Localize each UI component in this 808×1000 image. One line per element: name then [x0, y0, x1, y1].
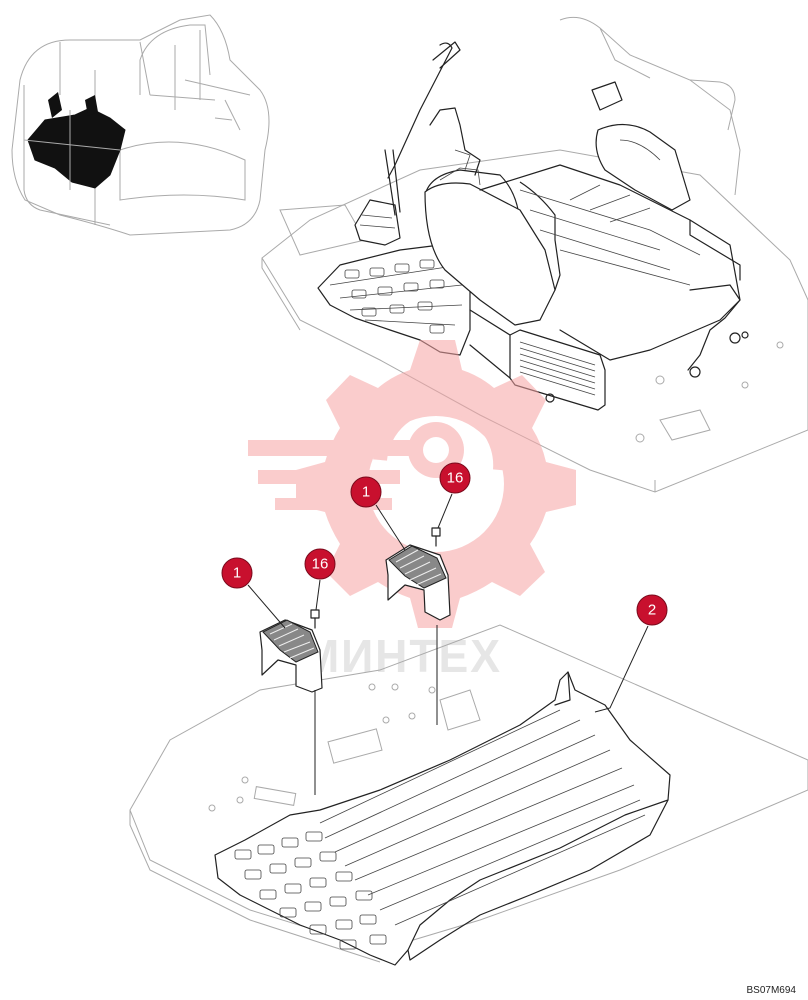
svg-text:2: 2: [648, 602, 656, 619]
footrest-left: [259, 619, 323, 693]
bolt-left: [310, 609, 320, 629]
footrest-right: [385, 544, 451, 621]
bolt-right: [431, 527, 441, 547]
drawing-code: BS07M694: [746, 985, 796, 996]
svg-text:16: 16: [312, 556, 329, 573]
svg-text:1: 1: [233, 565, 241, 582]
callout-1-right[interactable]: 1: [350, 476, 406, 551]
watermark-text: МИНТЕХ: [302, 630, 502, 682]
svg-text:16: 16: [447, 470, 464, 487]
svg-text:1: 1: [362, 484, 370, 501]
watermark-logo: [248, 340, 576, 628]
cab-location-inset: [11, 14, 270, 236]
callout-1-left[interactable]: 1: [221, 557, 286, 629]
callout-2[interactable]: 2: [594, 594, 668, 713]
callout-16-right[interactable]: 16: [437, 462, 471, 529]
cab-floor-highlight: [27, 107, 126, 189]
callout-16-left[interactable]: 16: [304, 548, 336, 611]
lower-floor-assembly: [129, 624, 808, 966]
